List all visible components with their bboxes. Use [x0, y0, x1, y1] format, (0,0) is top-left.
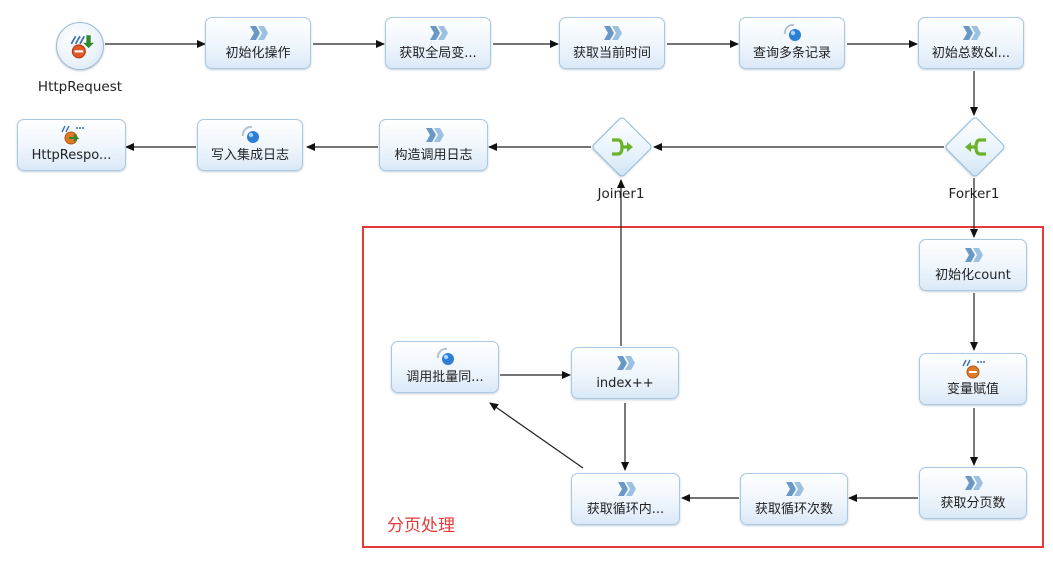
web-service-icon	[241, 125, 259, 143]
transform-icon	[604, 26, 622, 40]
web-service-icon	[436, 347, 454, 365]
node-get-loop-inner[interactable]: 获取循环内...	[571, 473, 680, 525]
transform-icon	[965, 248, 983, 262]
node-label: 初始化操作	[225, 46, 291, 61]
transform-icon	[617, 356, 635, 370]
joiner-label: Joiner1	[597, 186, 645, 202]
node-label: 查询多条记录	[752, 46, 831, 61]
node-label: 获取当前时间	[572, 46, 651, 61]
transform-icon	[965, 476, 983, 490]
http-request-node[interactable]	[56, 22, 104, 70]
node-http-response[interactable]: HttpRespo...	[17, 119, 126, 171]
http-request-icon	[70, 35, 94, 59]
edge-inner-to-call	[489, 402, 584, 469]
region-label: 分页处理	[387, 516, 455, 536]
node-call-batch[interactable]: 调用批量同...	[391, 341, 499, 393]
transform-icon	[963, 26, 981, 40]
node-label: 获取循环次数	[754, 502, 833, 517]
node-label: 获取全局变...	[399, 46, 477, 61]
web-service-icon	[783, 23, 801, 41]
node-label: index++	[596, 376, 654, 391]
node-label: 获取分页数	[940, 496, 1006, 511]
node-init-count[interactable]: 初始化count	[919, 239, 1027, 291]
pagination-region	[362, 226, 1044, 548]
node-label: 调用批量同...	[406, 370, 484, 385]
transform-icon	[430, 26, 448, 40]
assign-icon	[962, 359, 985, 379]
node-label: 获取循环内...	[586, 502, 665, 517]
node-get-current-time[interactable]: 获取当前时间	[559, 17, 665, 69]
forker-label: Forker1	[948, 186, 1000, 202]
http-response-icon	[60, 125, 84, 145]
node-query-records[interactable]: 查询多条记录	[739, 17, 845, 69]
joiner-icon	[612, 138, 633, 156]
node-get-loop-count[interactable]: 获取循环次数	[740, 473, 848, 525]
node-index-inc[interactable]: index++	[571, 347, 679, 399]
transform-icon	[786, 482, 804, 496]
http-request-label: HttpRequest	[37, 79, 123, 95]
node-init-op[interactable]: 初始化操作	[205, 17, 311, 69]
node-label: 写入集成日志	[210, 148, 289, 163]
node-label: 变量赋值	[946, 382, 999, 397]
transform-icon	[250, 26, 268, 40]
node-label: 构造调用日志	[394, 148, 473, 163]
node-get-global-var[interactable]: 获取全局变...	[385, 17, 491, 69]
node-write-log[interactable]: 写入集成日志	[197, 119, 303, 171]
node-build-call-log[interactable]: 构造调用日志	[379, 119, 488, 171]
transform-icon	[425, 128, 444, 142]
node-assign-var[interactable]: 变量赋值	[919, 353, 1027, 405]
node-label: 初始化count	[935, 268, 1011, 283]
node-label: 初始总数&l...	[931, 46, 1011, 61]
node-init-total[interactable]: 初始总数&l...	[918, 17, 1024, 69]
node-label: HttpRespo...	[31, 148, 112, 163]
transform-icon	[617, 482, 636, 496]
forker-icon	[965, 138, 986, 156]
node-get-page-count[interactable]: 获取分页数	[919, 467, 1027, 519]
